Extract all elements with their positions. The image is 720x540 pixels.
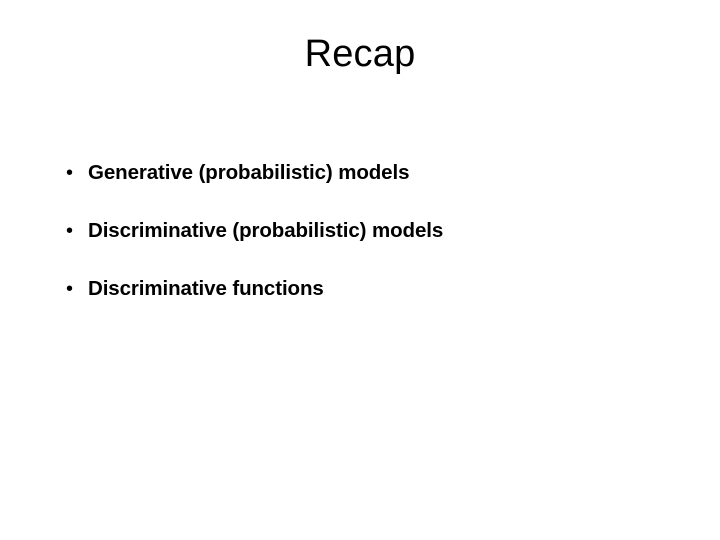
bullet-list: • Generative (probabilistic) models • Di…	[60, 160, 660, 334]
bullet-point-icon: •	[66, 162, 74, 184]
list-item-label: Generative (probabilistic) models	[88, 161, 410, 184]
bullet-point-icon: •	[66, 220, 74, 242]
page-title: Recap	[304, 33, 416, 75]
list-item: • Discriminative (probabilistic) models	[60, 218, 660, 276]
list-item: • Generative (probabilistic) models	[60, 160, 660, 218]
bullet-point-icon: •	[66, 278, 74, 300]
list-item: • Discriminative functions	[60, 276, 660, 334]
list-item-label: Discriminative functions	[88, 277, 324, 300]
list-item-label: Discriminative (probabilistic) models	[88, 219, 444, 242]
